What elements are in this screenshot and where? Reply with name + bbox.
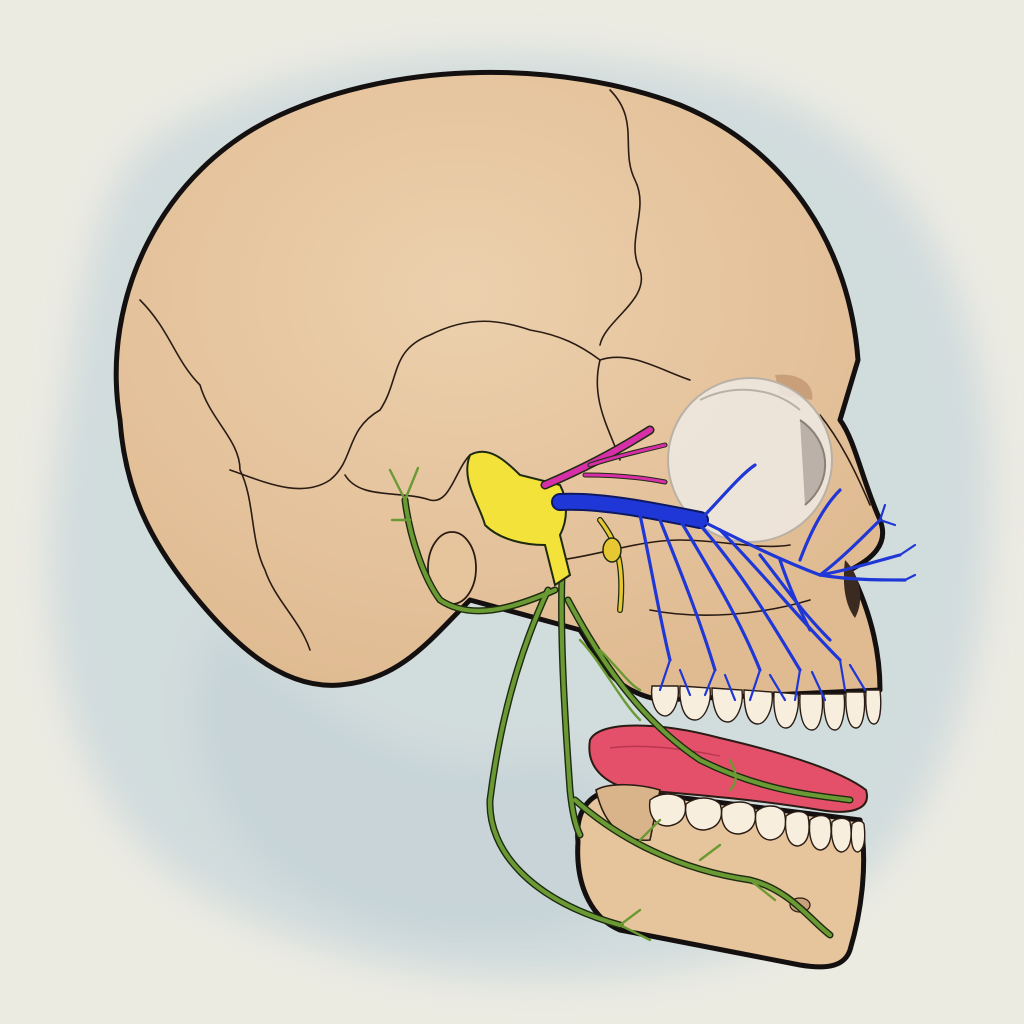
nasal-bone [819, 414, 871, 506]
eyeball [667, 377, 833, 543]
upper-tooth [799, 693, 824, 731]
lower-tooth [684, 797, 723, 831]
inferior-alveolar-branch [559, 572, 583, 838]
cranium [113, 69, 886, 703]
lower-tooth [850, 820, 866, 853]
upper-tooth [650, 685, 680, 717]
lower-tooth [648, 793, 687, 827]
ophthalmic-nerve [540, 425, 668, 490]
temporal-suture [344, 454, 471, 502]
upper-tooth [773, 691, 800, 729]
auriculotemporal-branch [402, 497, 558, 613]
lingual-branch [565, 597, 853, 803]
coronal-suture [599, 89, 643, 346]
upper-tooth [865, 689, 882, 725]
upper-tooth [823, 693, 846, 731]
lower-tooth [784, 810, 810, 847]
upper-tooth [845, 691, 866, 729]
eyeball-lid [699, 388, 801, 411]
skull [113, 69, 886, 703]
lower-tooth [754, 805, 787, 841]
lingual-descending-branch [487, 587, 623, 928]
otic-ganglion [602, 537, 622, 563]
tongue-texture [609, 745, 721, 757]
lower-tooth [720, 801, 757, 835]
maxilla-line [649, 599, 811, 616]
upper-tooth [679, 685, 711, 721]
lower-tooth [830, 817, 852, 853]
lambdoid-suture [139, 299, 311, 651]
nasal-aperture [843, 560, 861, 618]
mandible-top [595, 783, 661, 842]
lower-tooth [808, 814, 832, 851]
mandibular-nerve [388, 466, 854, 942]
facial-nerve-link [597, 517, 625, 613]
maxillary-nerve [551, 463, 917, 702]
lower-teeth [648, 793, 866, 853]
zygomatic-line [559, 539, 791, 561]
eyeball-cornea [799, 419, 827, 506]
